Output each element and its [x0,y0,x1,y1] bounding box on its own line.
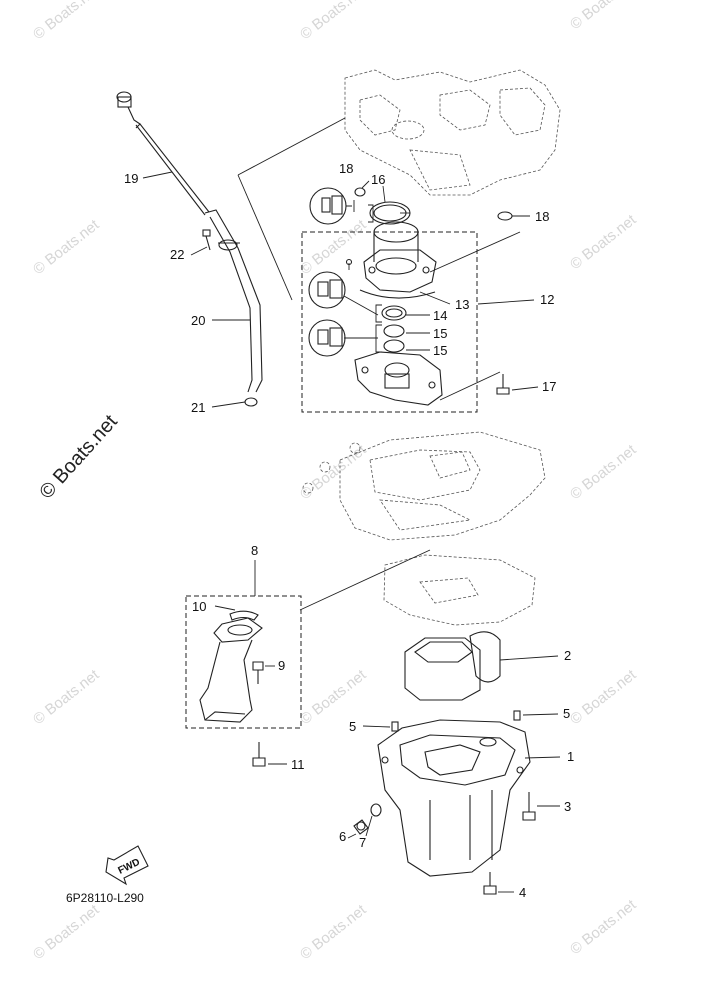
watermark: © Boats.net [567,0,640,33]
watermark-prominent: © Boats.net [35,410,122,503]
callout-3: 3 [564,799,571,814]
callout-15: 15 [433,326,447,341]
callout-4: 4 [519,885,526,900]
o-ring-18 [497,211,513,221]
callout-20: 20 [191,313,205,328]
watermark: © Boats.net [297,666,370,728]
watermark: © Boats.net [567,441,640,503]
bolt-3 [522,792,536,821]
callout-9: 9 [278,658,285,673]
exhaust-guide-outline [302,431,546,541]
gasket-13 [359,289,436,299]
oil-strainer [199,617,263,723]
oil-pan [377,719,531,877]
seal-detail-inset [308,319,378,357]
callout-8: 8 [251,543,258,558]
dipstick-guide-tube [204,209,263,393]
leader-line [439,371,501,401]
bolt-4 [483,872,497,895]
watermark: © Boats.net [567,211,640,273]
watermark: © Boats.net [297,901,370,963]
watermark: © Boats.net [30,216,103,278]
callout-5: 5 [349,719,356,734]
watermark: © Boats.net [567,666,640,728]
bolt-17 [496,374,510,395]
watermark-layer: © Boats.net © Boats.net © Boats.net © Bo… [30,0,640,963]
oil-pan-baffle [404,631,501,701]
fwd-label: FWD [116,857,141,877]
callout-13: 13 [455,297,469,312]
dipstick [116,91,210,216]
seal-detail-inset [309,187,355,225]
bolt-11 [252,742,266,767]
o-ring-21 [244,397,258,407]
leader-line [299,549,431,611]
watermark: © Boats.net [567,896,640,958]
washer-7 [370,803,382,817]
dipstick-bolt [202,229,211,251]
callout-6: 6 [339,829,346,844]
callout-12: 12 [540,292,554,307]
callout-14: 14 [433,308,447,323]
gasket-outline [383,554,536,626]
callout-1: 1 [567,749,574,764]
seal-14 [381,305,407,321]
watermark: © Boats.net [30,0,103,43]
callout-15: 15 [433,343,447,358]
diagram-code: 6P28110-L290 [66,891,144,905]
callout-18: 18 [535,209,549,224]
callout-2: 2 [564,648,571,663]
watermark: © Boats.net [30,666,103,728]
upper-casing [363,221,437,293]
dowel-pin [391,721,399,732]
callout-16: 16 [371,172,385,187]
callout-5: 5 [563,706,570,721]
o-ring-18 [354,187,366,197]
watermark: © Boats.net [30,901,103,963]
callout-10: 10 [192,599,206,614]
gasket-10 [229,610,259,621]
drain-plug [353,819,369,835]
engine-block-outline [344,69,561,196]
callout-17: 17 [542,379,556,394]
dowel-pin [513,710,521,721]
assembly-box-8 [185,595,302,729]
assembly-box-12 [301,231,478,413]
seal-detail-inset [308,271,379,316]
callout-labels: 1 2 3 4 5 5 6 7 8 9 10 11 12 13 14 15 15… [124,161,574,900]
leader-line [237,117,346,176]
watermark: © Boats.net [297,216,370,278]
callout-11: 11 [291,757,305,772]
seal-15 [383,339,405,353]
bracket [368,204,374,223]
callout-19: 19 [124,171,138,186]
bolt-9 [252,661,264,684]
callout-18: 18 [339,161,353,176]
seal-15 [383,324,405,338]
callout-21: 21 [191,400,205,415]
callout-22: 22 [170,247,184,262]
watermark: © Boats.net [297,0,370,43]
lower-housing [354,351,443,406]
leader-line [237,174,293,301]
callout-7: 7 [359,835,366,850]
fwd-arrow-icon: FWD [105,845,149,886]
